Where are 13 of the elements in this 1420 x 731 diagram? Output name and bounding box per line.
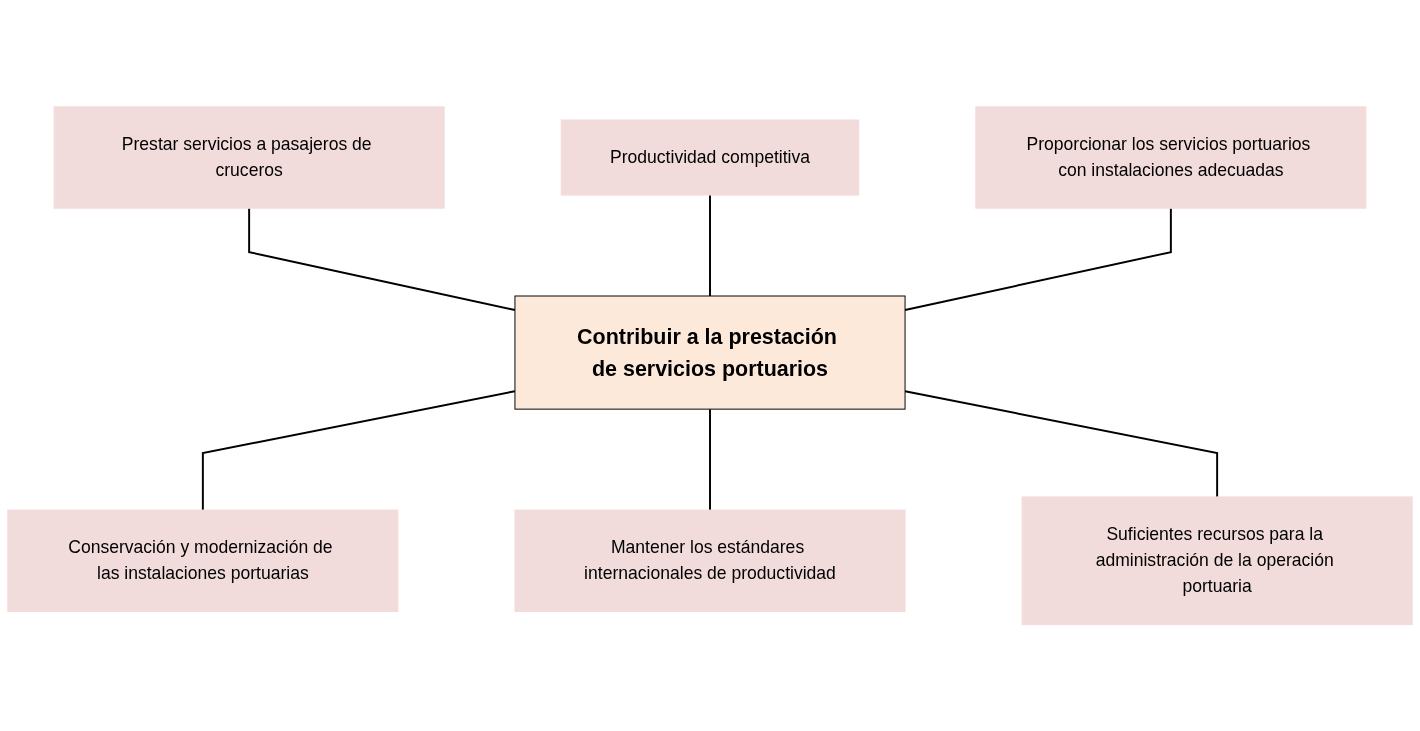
- connector: [709, 193, 711, 297]
- connector: [709, 407, 711, 511]
- node-box: Conservación y modernización de las instalaciones portuarias: [7, 509, 399, 612]
- node-box: Proporcionar los servicios portuarios con instalaciones adecuadas: [975, 106, 1367, 209]
- node-box: Suficientes recursos para la administración de la operación portuaria: [1021, 496, 1413, 625]
- connector: [201, 390, 516, 511]
- connector: [904, 390, 1219, 498]
- connector: [248, 207, 516, 311]
- node-box: Mantener los estándares internacionales de productividad: [514, 509, 906, 612]
- connector: [904, 207, 1172, 311]
- node-box: Contribuir a la prestación de servicios portuarios: [514, 295, 906, 410]
- node-box: Prestar servicios a pasajeros de cruceros: [53, 106, 445, 209]
- node-box: Productividad competitiva: [560, 119, 860, 196]
